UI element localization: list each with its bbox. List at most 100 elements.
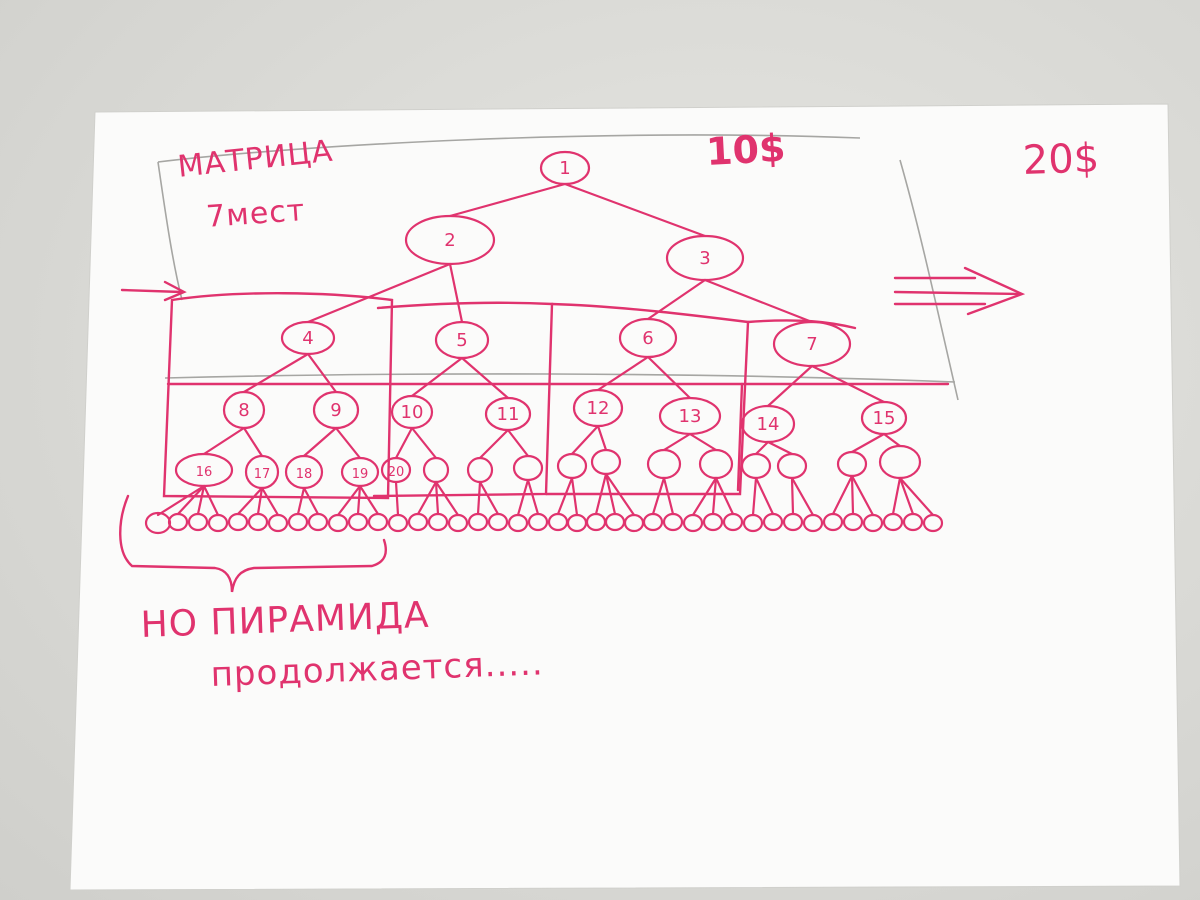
tree-leaf	[267, 513, 289, 533]
tree-node-circle	[280, 320, 336, 356]
tree-node-circle	[390, 394, 434, 430]
tree-edge	[394, 480, 400, 517]
tree-node-unnumbered	[878, 444, 922, 480]
tree-node-label: 6	[642, 328, 653, 349]
tree-node-circle	[222, 390, 266, 430]
tree-edge	[891, 476, 902, 516]
tree-leaf	[722, 512, 744, 532]
tree-node-label: 5	[456, 330, 467, 351]
tree-node-label: 9	[330, 400, 341, 421]
tree-leaf	[662, 512, 684, 532]
tree-edge	[703, 278, 814, 324]
tree-node-11: 11	[484, 396, 532, 432]
tree-node-circle	[312, 390, 360, 430]
tree-edge	[336, 484, 362, 517]
tree-leaf	[167, 512, 189, 532]
tree-edge	[850, 474, 875, 517]
tree-node-3: 3	[665, 234, 745, 282]
tree-edge	[478, 480, 500, 516]
tree-node-unnumbered	[740, 452, 772, 480]
tree-edge	[460, 356, 510, 400]
tree-edge	[691, 476, 718, 517]
tree-edge	[306, 262, 452, 324]
tree-edge	[570, 424, 600, 456]
tree-node-15: 15	[860, 400, 908, 436]
tree-edge	[202, 484, 220, 517]
tree-edge	[790, 476, 795, 516]
right-arrow	[893, 266, 1026, 316]
tree-edge	[196, 484, 206, 516]
tree-edge	[594, 472, 608, 516]
tree-node-circle	[740, 404, 796, 444]
tree-edge	[448, 182, 567, 218]
tree-leaf	[387, 513, 409, 533]
tree-node-unnumbered	[466, 456, 494, 484]
curly-brace	[119, 494, 387, 593]
tree-node-7: 7	[772, 320, 852, 368]
tree-node-1: 1	[539, 150, 591, 186]
tree-edge	[831, 474, 854, 516]
tree-leaf	[427, 512, 449, 532]
tree-edge	[751, 476, 758, 517]
tree-leaf	[802, 513, 824, 533]
tree-edge	[256, 486, 264, 516]
tree-node-unnumbered	[776, 452, 808, 480]
tree-node-unnumbered	[698, 448, 734, 480]
tree-node-circle	[434, 320, 490, 360]
tree-edge	[714, 476, 735, 516]
tree-node-18: 18	[284, 454, 324, 490]
tree-node-label: 19	[352, 467, 369, 482]
tree-leaves	[144, 511, 944, 535]
tree-node-6: 6	[618, 317, 678, 359]
tree-edge	[296, 486, 306, 516]
tree-leaf	[327, 513, 349, 533]
tree-node-label: 4	[302, 328, 313, 349]
tree-edge	[766, 440, 794, 456]
tree-leaf	[842, 512, 864, 532]
tree-edge	[604, 472, 636, 517]
tree-node-unnumbered	[646, 448, 682, 480]
tree-edge	[651, 476, 666, 516]
tree-edge	[358, 484, 380, 516]
tree-leaf	[922, 513, 944, 533]
tree-node-label: 3	[699, 248, 710, 269]
tree-node-circle	[244, 454, 280, 490]
tree-edge	[410, 426, 438, 460]
tree-node-circle	[860, 400, 908, 436]
tree-node-label: 11	[497, 404, 520, 425]
tree-leaf	[207, 513, 229, 533]
tree-leaf	[742, 513, 764, 533]
tree-edge	[302, 486, 320, 516]
tree-leaf	[287, 512, 309, 532]
tree-node-unnumbered	[590, 448, 622, 476]
tree-edge	[604, 472, 617, 516]
tree-edges	[156, 182, 935, 517]
tree-edge	[306, 352, 338, 394]
tree-edge	[478, 428, 510, 460]
tree-leaf	[527, 512, 549, 532]
tree-edge	[476, 480, 482, 516]
price-label-right: 20$	[1022, 135, 1100, 184]
tree-edge	[410, 356, 464, 398]
tree-node-2: 2	[404, 214, 496, 266]
tree-edge	[754, 440, 770, 456]
tree-node-label: 2	[444, 230, 455, 251]
tree-node-unnumbered	[836, 450, 868, 478]
tree-node-9: 9	[312, 390, 360, 430]
tree-leaf	[407, 512, 429, 532]
matrix-subtitle: 7мест	[205, 193, 307, 235]
tree-node-16: 16	[174, 452, 234, 488]
tree-edge	[596, 424, 608, 452]
tree-leaf	[187, 512, 209, 532]
tree-node-label: 15	[873, 408, 896, 429]
tree-node-label: 20	[388, 465, 405, 480]
tree-edge	[302, 426, 338, 458]
tree-edge	[898, 476, 915, 516]
tree-edge	[766, 364, 814, 408]
tree-edge	[711, 476, 718, 516]
tree-node-label: 1	[559, 158, 570, 179]
tree-edge	[260, 486, 280, 517]
tree-edge	[688, 432, 718, 452]
tree-leaf	[227, 512, 249, 532]
